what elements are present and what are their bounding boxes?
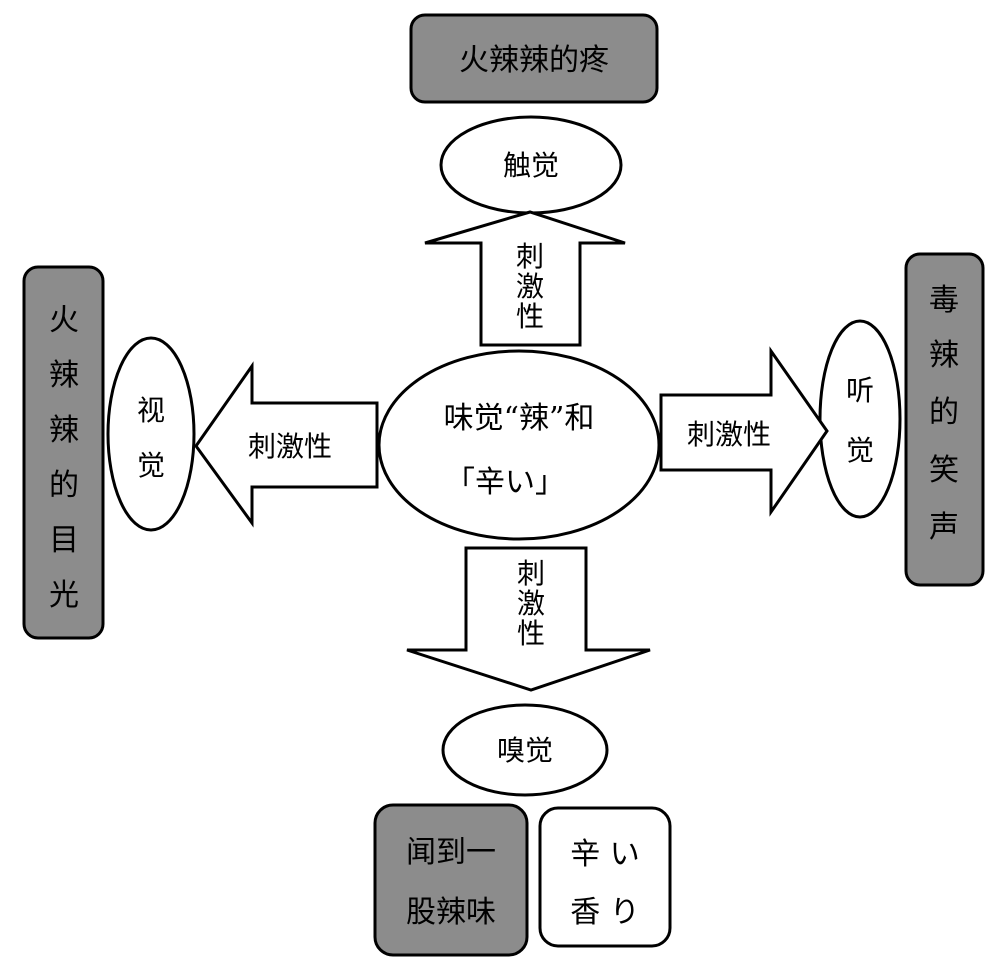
- right-box: [904, 252, 985, 587]
- top-sense-text: 触觉: [503, 149, 559, 182]
- left-box-char-4: 的: [49, 468, 79, 503]
- arrow-up-char-1: 刺: [516, 240, 544, 273]
- right-box-char-4: 笑: [929, 453, 959, 488]
- right-box-char-3: 的: [929, 395, 959, 430]
- left-box: [22, 265, 105, 640]
- bottom-right-box: [538, 806, 672, 948]
- arrow-down-char-1: 刺: [517, 557, 545, 590]
- arrow-down-char-3: 性: [517, 617, 545, 650]
- left-box-char-5: 目: [49, 523, 79, 558]
- arrow-up-char-2: 激: [516, 270, 544, 303]
- arrow-down-char-2: 激: [517, 587, 545, 620]
- arrow-left: [194, 361, 379, 528]
- arrow-right: [659, 346, 829, 517]
- left-box-char-1: 火: [49, 303, 79, 338]
- bottom-right-line-2: 香 り: [570, 895, 640, 930]
- right-sense-char-2: 觉: [846, 434, 874, 467]
- arrow-up-char-3: 性: [516, 300, 544, 333]
- bottom-sense-text: 嗅觉: [497, 734, 553, 767]
- right-box-char-5: 声: [929, 510, 959, 545]
- left-box-char-6: 光: [49, 578, 79, 613]
- right-sense-char-1: 听: [846, 374, 874, 407]
- right-box-char-1: 毒: [929, 283, 959, 318]
- arrow-right-text: 刺激性: [687, 418, 771, 451]
- left-sense-ellipse: [106, 336, 196, 532]
- bottom-left-line-2: 股辣味: [406, 895, 496, 930]
- right-box-char-2: 辣: [929, 338, 959, 373]
- bottom-sense-ellipse: [441, 703, 609, 797]
- center-line-2: 「辛い」: [445, 465, 565, 500]
- bottom-right-line-1: 辛 い: [570, 837, 640, 872]
- left-box-char-3: 辣: [49, 413, 79, 448]
- top-box: [409, 13, 659, 104]
- arrow-up: [424, 210, 626, 347]
- arrow-left-text: 刺激性: [248, 430, 332, 463]
- center-ellipse: [377, 349, 661, 541]
- arrow-down: [406, 546, 651, 692]
- bottom-left-line-1: 闻到一: [406, 835, 496, 870]
- top-box-text: 火辣辣的疼: [459, 43, 609, 78]
- center-line-1: 味觉“辣”和: [444, 401, 595, 436]
- left-box-char-2: 辣: [49, 358, 79, 393]
- bottom-left-box: [373, 803, 529, 957]
- left-sense-char-2: 觉: [137, 449, 165, 482]
- left-sense-char-1: 视: [137, 394, 165, 427]
- right-sense-ellipse: [818, 319, 902, 519]
